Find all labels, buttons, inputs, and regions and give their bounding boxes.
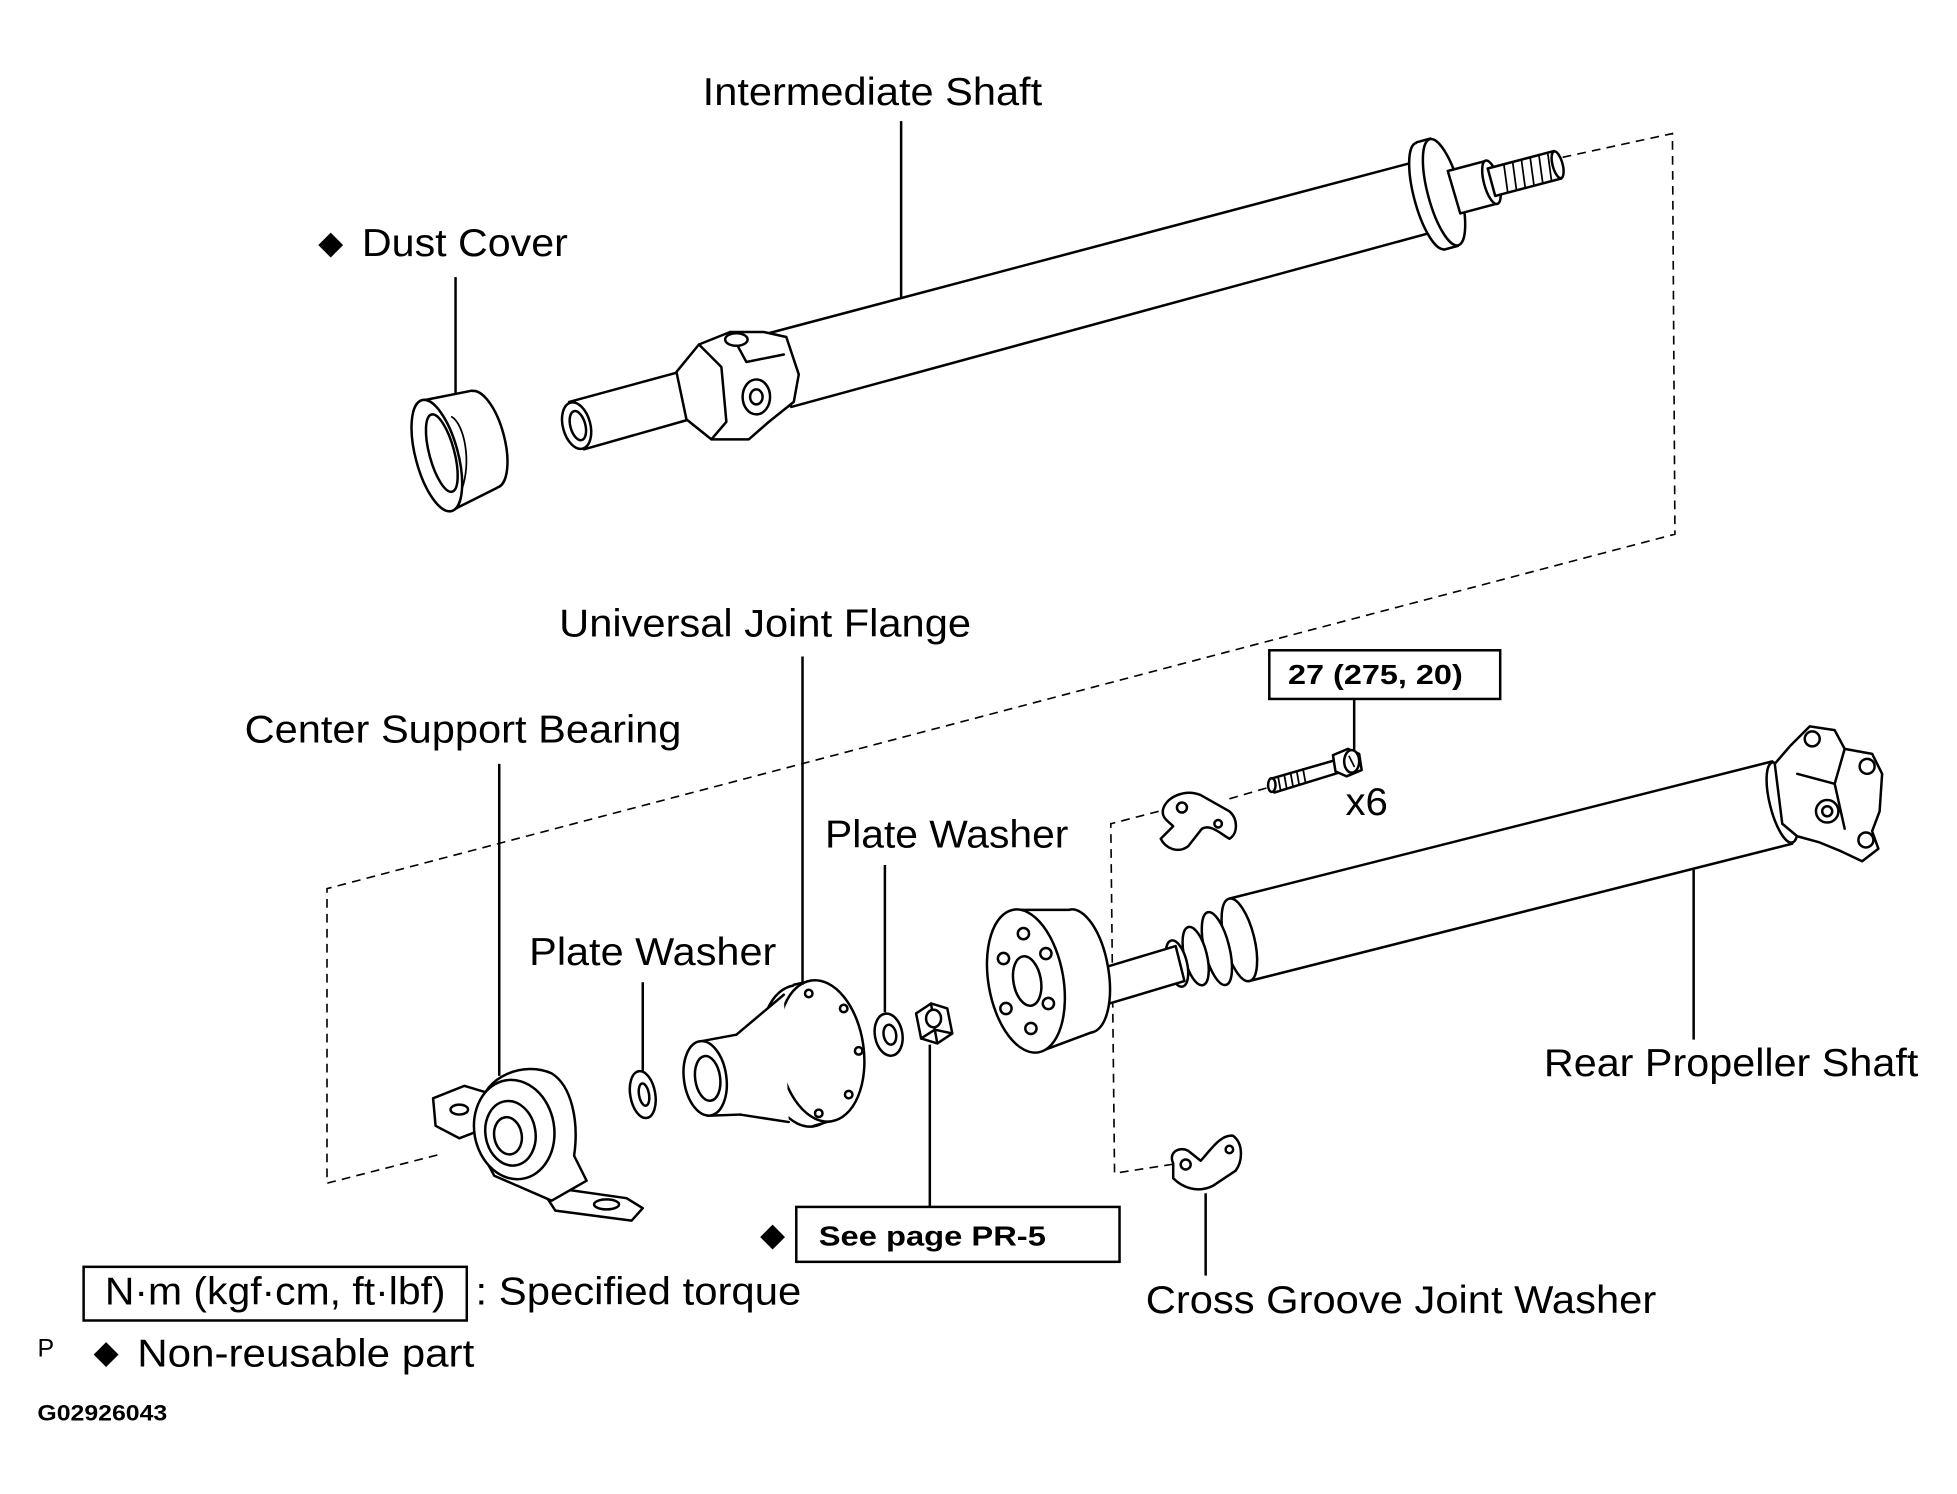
intermediate-shaft-label: Intermediate Shaft xyxy=(703,71,1043,114)
plate-washer-upper-drawing xyxy=(873,1012,904,1057)
rear-propeller-shaft-drawing xyxy=(985,725,1884,1054)
universal-joint-flange-label: Universal Joint Flange xyxy=(559,603,971,646)
cross-groove-joint-washer-lower-drawing xyxy=(1170,1134,1243,1191)
bolt-quantity-label: x6 xyxy=(1345,781,1387,824)
nut-nonreusable-marker: ◆ xyxy=(760,1216,785,1254)
rear-propeller-shaft-label: Rear Propeller Shaft xyxy=(1544,1042,1919,1085)
figure-id: G02926043 xyxy=(37,1400,167,1425)
center-support-bearing-label: Center Support Bearing xyxy=(245,709,682,752)
plate-washer-upper-label: Plate Washer xyxy=(825,813,1068,856)
dust-cover-drawing xyxy=(410,389,509,513)
legend-prefix-mark: P xyxy=(37,1335,54,1363)
bolt-drawing xyxy=(1266,747,1363,794)
dust-cover-nonreusable-marker: ◆ xyxy=(318,223,343,261)
cross-groove-joint-washer-upper-drawing xyxy=(1159,791,1238,852)
nut-page-reference: See page PR-5 xyxy=(819,1221,1046,1252)
dust-cover-label: Dust Cover xyxy=(362,222,568,265)
page-reference-box xyxy=(795,1205,1121,1264)
plate-washer-lower-label: Plate Washer xyxy=(529,931,776,974)
legend-nonreusable-marker: ◆ xyxy=(94,1333,119,1371)
universal-joint-flange-drawing xyxy=(682,978,866,1128)
torque-legend-box xyxy=(82,1265,469,1322)
bolt-alignment-line xyxy=(1229,786,1269,800)
nonreusable-legend-description: Non-reusable part xyxy=(137,1333,474,1376)
torque-legend-description: : Specified torque xyxy=(476,1270,802,1313)
joint-washer-alignment-line xyxy=(1109,806,1180,1175)
plate-washer-lower-drawing xyxy=(628,1069,657,1120)
bolt-torque-value: 27 (275, 20) xyxy=(1288,659,1463,690)
torque-spec-box xyxy=(1268,649,1502,701)
assembly-dashed-lines xyxy=(326,132,1676,1185)
intermediate-shaft-drawing xyxy=(560,137,1565,451)
leader-lines xyxy=(454,121,1695,1276)
cross-groove-joint-washer-label: Cross Groove Joint Washer xyxy=(1146,1279,1657,1322)
torque-units-legend: N·m (kgf·cm, ft·lbf) xyxy=(105,1270,446,1313)
center-support-bearing-drawing xyxy=(431,1067,645,1222)
nut-drawing xyxy=(914,1002,954,1045)
shaft-alignment-line xyxy=(326,132,1676,1185)
